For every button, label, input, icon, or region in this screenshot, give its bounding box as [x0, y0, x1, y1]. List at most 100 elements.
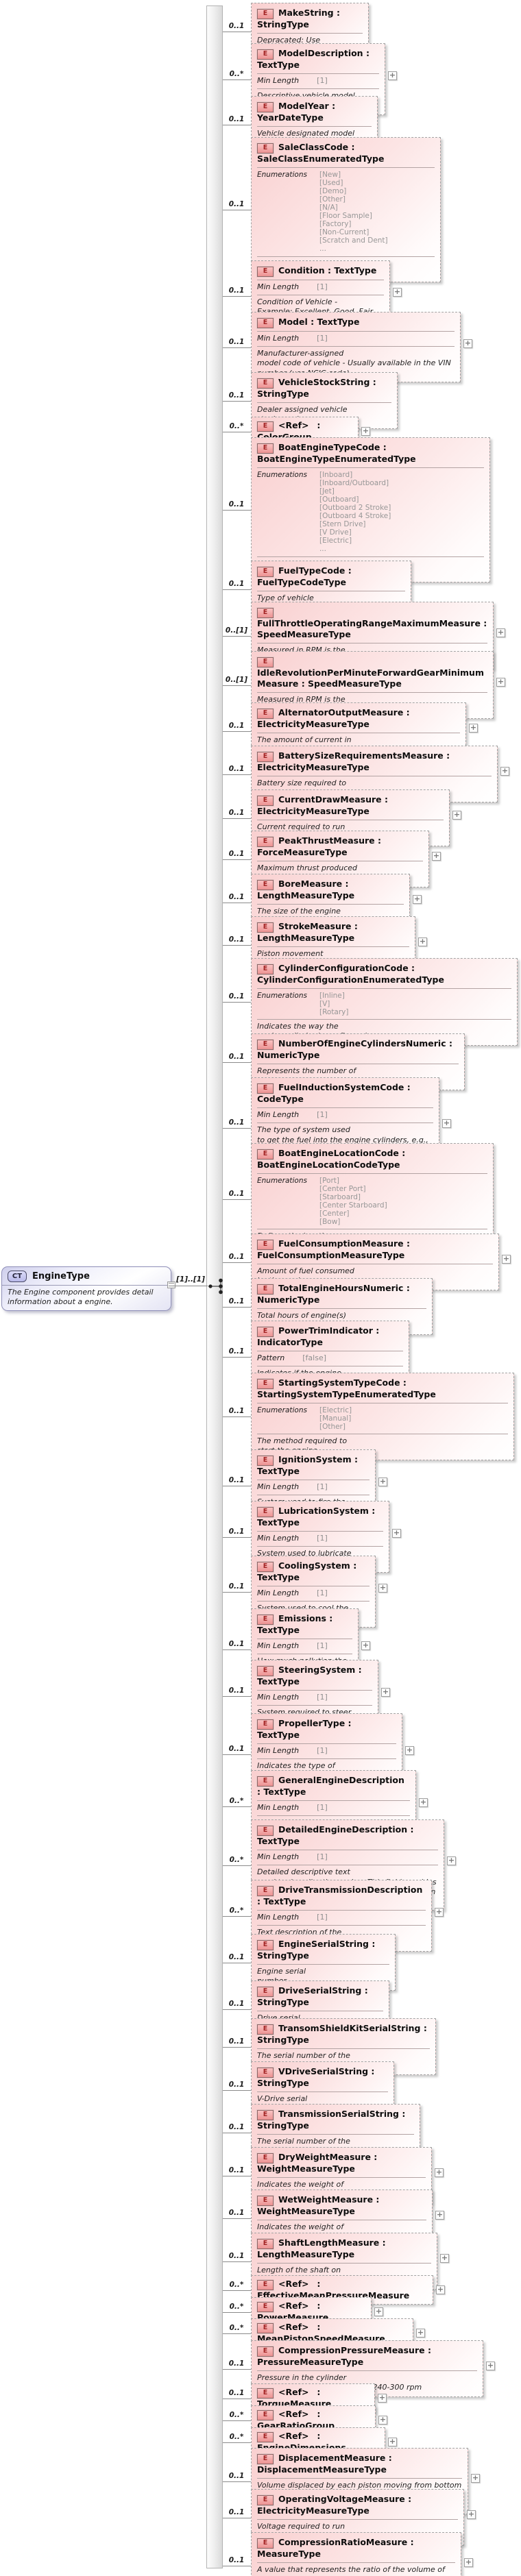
- element-icon: E: [256, 2279, 274, 2291]
- expand-icon[interactable]: +: [496, 628, 505, 637]
- colon-separator: :: [355, 1665, 362, 1675]
- expand-icon[interactable]: +: [500, 766, 509, 776]
- cardinality-label: 0..1: [228, 2081, 245, 2089]
- connector-line: [223, 1128, 251, 1129]
- facet-value: [1]: [317, 1588, 328, 1597]
- element-type: BoatEngineTypeEnumeratedType: [257, 453, 416, 464]
- element-name: EngineSerialString: [278, 1939, 369, 1949]
- connector-line: [223, 1592, 251, 1593]
- connector-line: [223, 731, 251, 732]
- facet-value: [1]: [317, 75, 328, 85]
- element-icon: E: [256, 420, 274, 432]
- expand-icon[interactable]: +: [378, 1583, 387, 1593]
- expand-icon[interactable]: +: [471, 2473, 480, 2483]
- element-icon: E: [256, 2494, 274, 2506]
- compositor-icon[interactable]: [207, 1277, 228, 1295]
- element-name: <Ref>: [278, 2322, 309, 2332]
- expand-icon[interactable]: +: [496, 677, 505, 687]
- expand-icon[interactable]: +: [440, 2253, 449, 2263]
- colon-separator: :: [398, 2109, 406, 2119]
- expand-icon[interactable]: +: [361, 426, 370, 436]
- connector-line: [223, 818, 251, 819]
- expand-icon[interactable]: +: [452, 810, 461, 820]
- facet-value: [1]: [317, 1912, 328, 1922]
- element-name: <Ref>: [278, 2301, 309, 2311]
- expand-icon[interactable]: +: [435, 2168, 444, 2177]
- cardinality-label: 0..*: [229, 2324, 244, 2332]
- element-type: ElectricityMeasureType: [257, 761, 369, 772]
- cardinality-label: 0..1: [228, 2209, 245, 2217]
- expand-icon[interactable]: +: [435, 1907, 444, 1917]
- expand-icon[interactable]: +: [381, 1687, 390, 1697]
- collapse-handle-icon[interactable]: [167, 1281, 175, 1288]
- facet-row: Min Length[1]: [257, 330, 455, 343]
- expand-icon[interactable]: +: [463, 339, 472, 348]
- facet-value: [1]: [317, 1692, 328, 1702]
- expand-icon[interactable]: +: [416, 2328, 425, 2338]
- expand-icon[interactable]: +: [374, 2307, 383, 2316]
- colon-separator: :: [420, 2023, 427, 2033]
- expand-icon[interactable]: +: [442, 1118, 451, 1128]
- facet-row: Min Length[1]: [257, 73, 379, 86]
- element-type: YearDateType: [257, 112, 324, 123]
- colon-separator: :: [307, 317, 317, 327]
- cardinality-label: 0..1: [228, 1686, 245, 1695]
- element-name: CylinderConfigurationCode: [278, 963, 409, 973]
- expand-icon[interactable]: +: [419, 1798, 428, 1807]
- expand-icon[interactable]: +: [467, 2510, 476, 2519]
- connector-line: [223, 1754, 251, 1755]
- cardinality-label: 0..1: [228, 935, 245, 944]
- expand-icon[interactable]: +: [486, 2361, 495, 2370]
- expand-icon[interactable]: +: [436, 2285, 445, 2294]
- connector-line: [223, 2481, 251, 2482]
- element-name: AlternatorOutputMeasure: [278, 707, 404, 717]
- expand-icon[interactable]: +: [447, 1856, 456, 1865]
- expand-icon[interactable]: +: [405, 1745, 414, 1755]
- expand-icon[interactable]: +: [502, 1254, 511, 1264]
- expand-icon[interactable]: +: [432, 851, 441, 861]
- expand-icon[interactable]: +: [392, 1528, 401, 1538]
- root-complex-type-box[interactable]: CT EngineType The Engine component provi…: [1, 1266, 171, 1311]
- element-type: StringType: [257, 2077, 309, 2088]
- connector-line: [223, 401, 251, 402]
- element-type: NumericType: [257, 1294, 320, 1305]
- element-type: IndicatorType: [257, 1336, 323, 1347]
- expand-icon[interactable]: +: [393, 287, 402, 297]
- expand-icon[interactable]: +: [469, 723, 478, 733]
- facet-value: [1]: [317, 1802, 328, 1812]
- expand-icon[interactable]: +: [435, 2210, 444, 2220]
- expand-icon[interactable]: +: [464, 2557, 473, 2567]
- facet-row: Min Length[1]: [257, 1909, 426, 1922]
- expand-icon[interactable]: +: [388, 71, 397, 80]
- element-icon: E: [256, 2537, 274, 2549]
- enumerations-label: Enumerations: [257, 1176, 307, 1185]
- connector-line: [223, 2442, 251, 2443]
- facet-label: Min Length: [257, 1109, 300, 1119]
- expand-icon[interactable]: +: [378, 2393, 387, 2403]
- expand-icon[interactable]: +: [378, 1477, 387, 1486]
- expand-icon[interactable]: +: [413, 894, 422, 904]
- expand-icon[interactable]: +: [361, 1641, 370, 1650]
- expand-icon[interactable]: +: [388, 2437, 397, 2446]
- element-type: MeasureType: [257, 2548, 321, 2559]
- connector-line: [223, 1537, 251, 1538]
- colon-separator: :: [257, 1896, 264, 1906]
- cardinality-label: 0..1: [228, 1745, 245, 1753]
- expand-icon[interactable]: +: [418, 937, 427, 946]
- element-icon: E: [256, 2109, 274, 2121]
- cardinality-label: 0..*: [229, 2281, 244, 2289]
- expand-icon[interactable]: +: [378, 2415, 387, 2425]
